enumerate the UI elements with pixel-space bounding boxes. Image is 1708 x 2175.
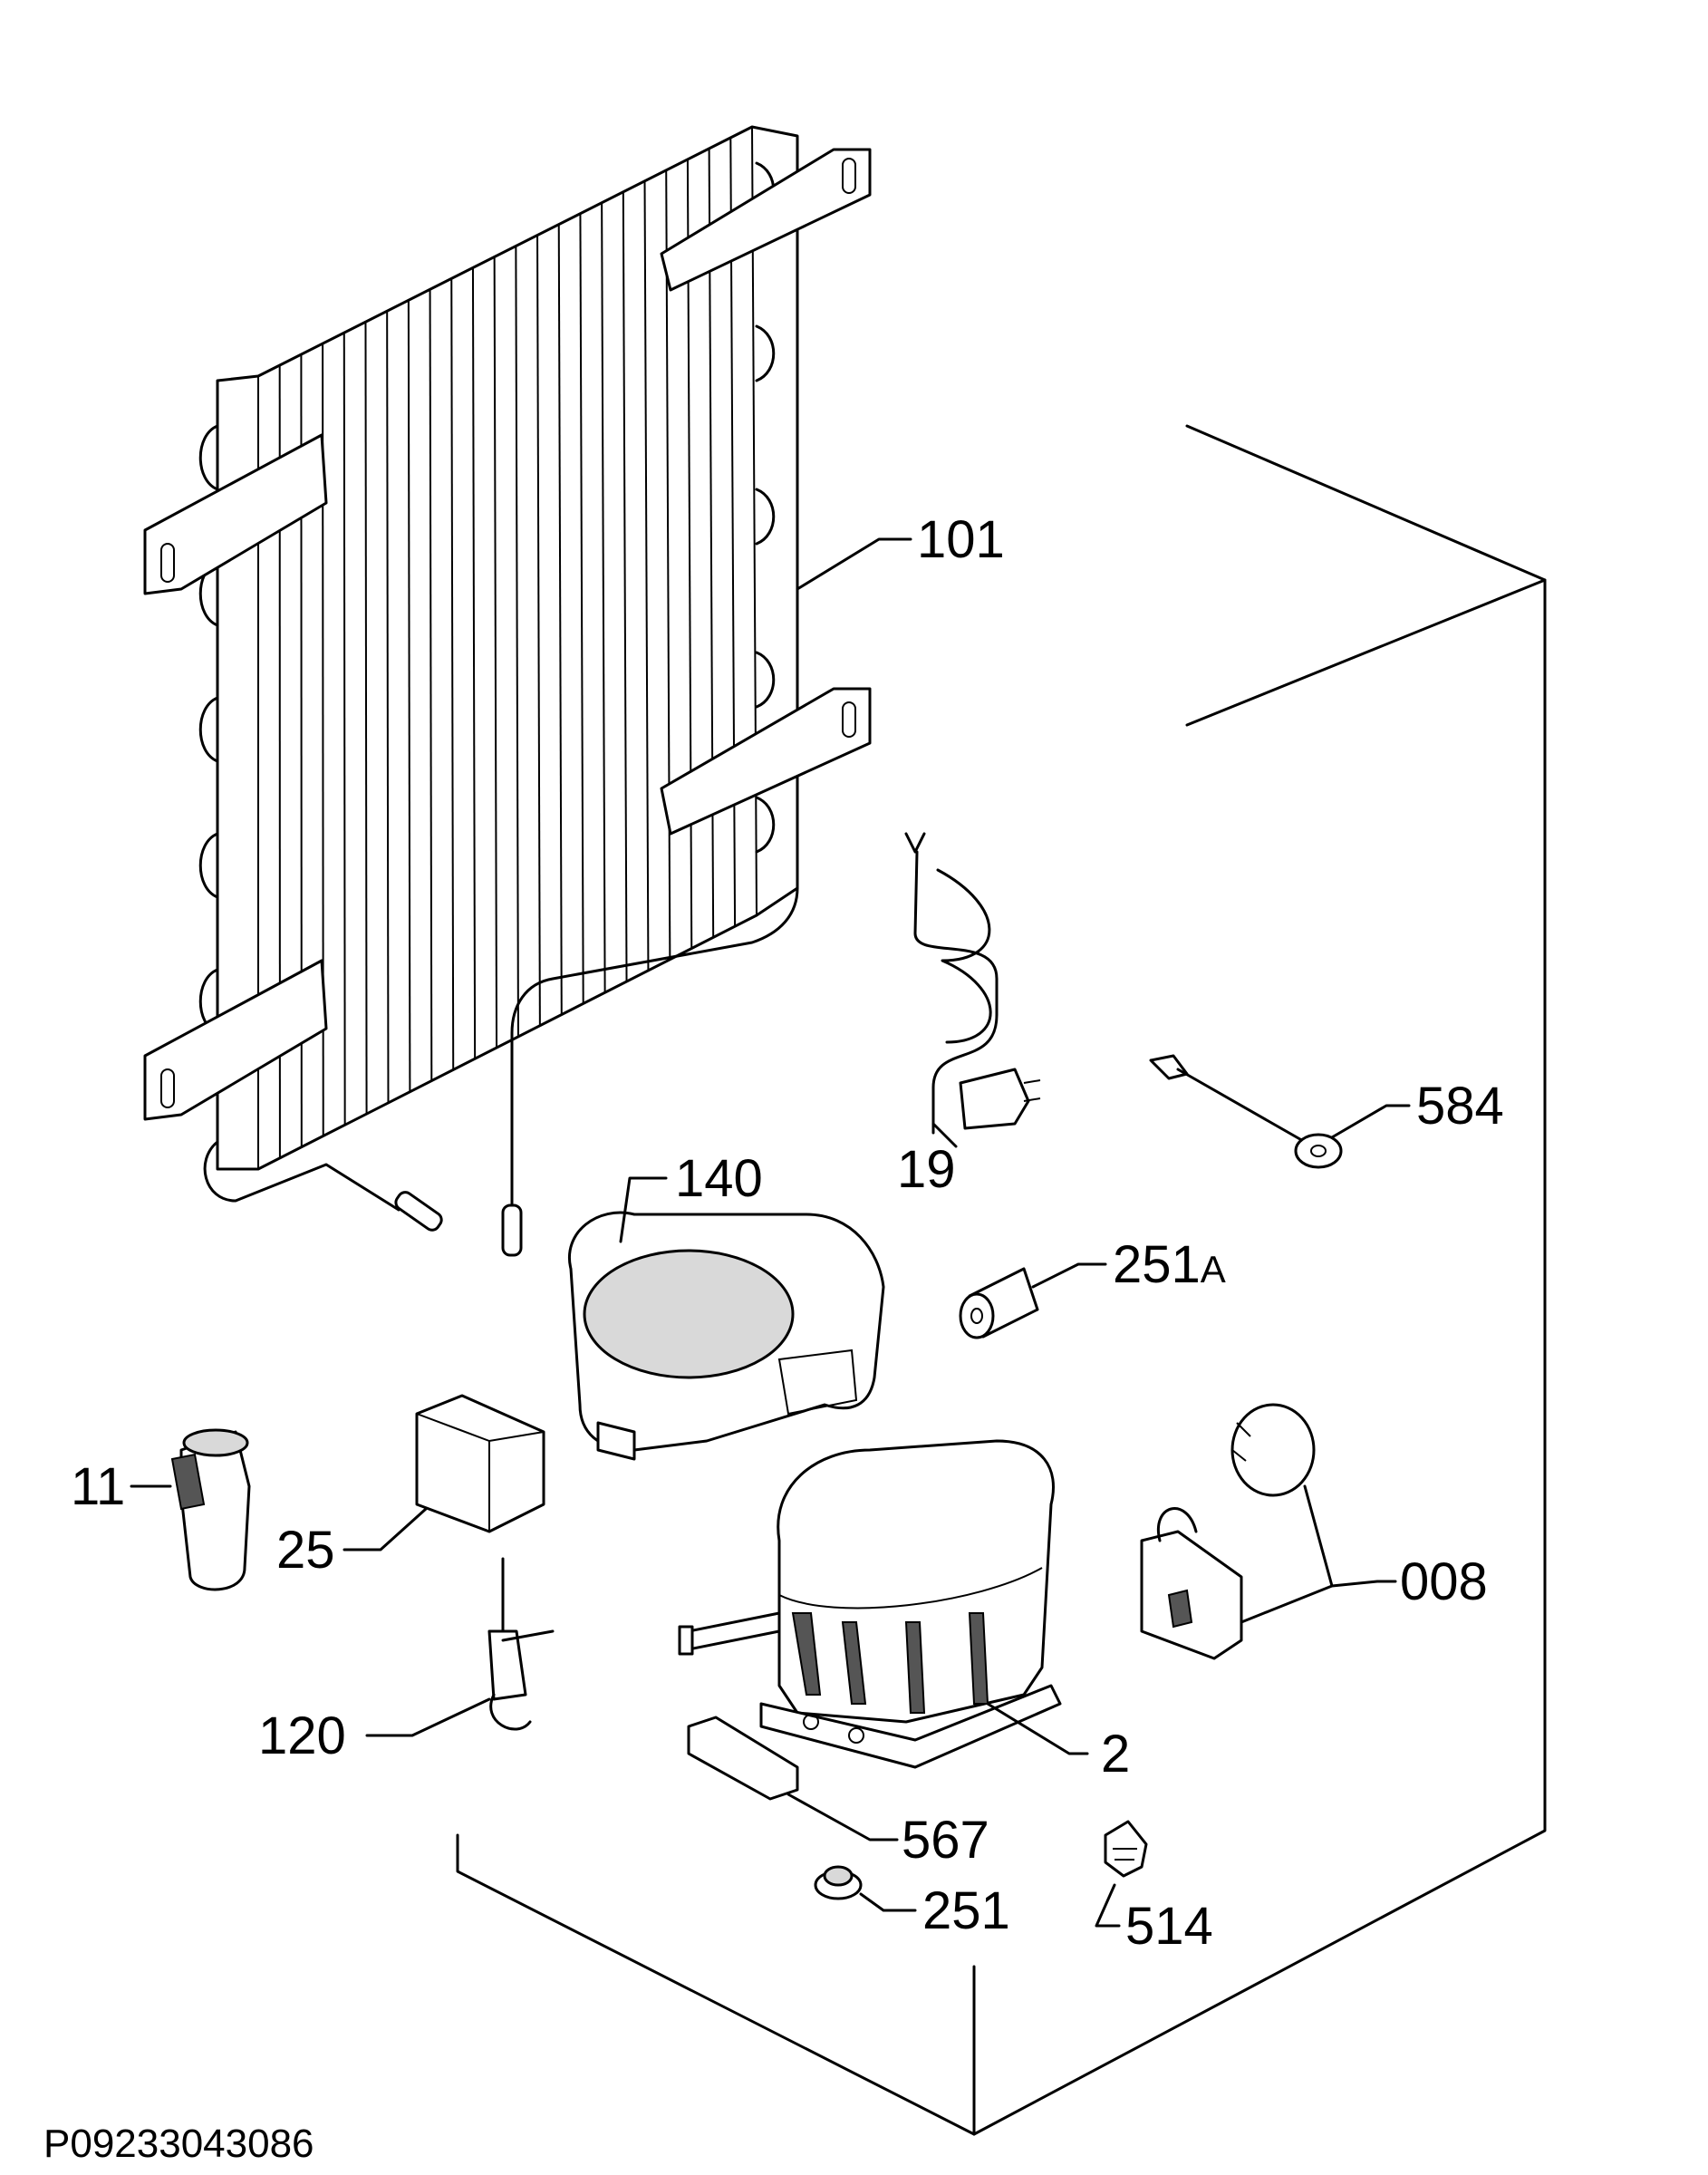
condenser-rod <box>515 246 519 1037</box>
condenser-rod <box>557 224 563 1015</box>
condenser-rod <box>601 202 606 993</box>
overload-relay <box>1140 1403 1316 1660</box>
grommet-251a <box>959 1267 1039 1339</box>
condenser-rod <box>622 191 628 982</box>
label-11: 11 <box>71 1457 125 1516</box>
label-251a: 251A <box>1113 1235 1226 1294</box>
label-25: 25 <box>276 1521 335 1580</box>
condenser-rod <box>643 180 650 971</box>
grommet-251 <box>814 1865 863 1900</box>
cabinet-outline <box>456 424 1547 2136</box>
starter-relay <box>170 1428 251 1591</box>
condenser-rod <box>536 235 541 1026</box>
leader-251a <box>1031 1262 1107 1289</box>
leader-514 <box>1095 1883 1121 1928</box>
filter-drier <box>487 1557 555 1731</box>
label-251: 251 <box>922 1881 1010 1940</box>
label-514: 514 <box>1125 1897 1213 1956</box>
condenser-rod <box>450 278 455 1070</box>
condenser-coil <box>143 125 872 1257</box>
leader-2 <box>986 1702 1089 1755</box>
label-19: 19 <box>897 1140 956 1199</box>
condenser-rod <box>407 300 411 1092</box>
label-140: 140 <box>675 1149 763 1208</box>
leader-25 <box>343 1507 428 1552</box>
power-cord <box>904 832 1041 1135</box>
label-2: 2 <box>1101 1725 1130 1784</box>
label-584: 584 <box>1416 1077 1504 1136</box>
drawing-code: P09233043086 <box>43 2122 314 2166</box>
condenser-rod <box>364 322 368 1115</box>
condenser-rod <box>429 289 433 1081</box>
condenser-rod <box>343 333 346 1126</box>
condenser-rod <box>471 267 477 1059</box>
compressor <box>678 1439 1062 1769</box>
label-008: 008 <box>1400 1552 1488 1611</box>
leader-584 <box>1330 1104 1411 1139</box>
drip-tray <box>568 1211 885 1461</box>
leader-101 <box>796 537 912 591</box>
mounting-bracket <box>687 1716 799 1801</box>
clip-514 <box>1104 1820 1148 1878</box>
condenser-rod <box>386 311 390 1103</box>
label-251a-suffix: A <box>1201 1248 1226 1290</box>
leader-140 <box>619 1176 668 1243</box>
leader-567 <box>786 1793 899 1842</box>
condenser-rod <box>493 256 498 1049</box>
leader-251 <box>859 1892 917 1912</box>
label-567: 567 <box>902 1811 989 1870</box>
leader-120 <box>365 1697 491 1737</box>
condenser-rod <box>579 213 584 1004</box>
capacitor <box>415 1394 545 1533</box>
leader-008 <box>1240 1484 1397 1624</box>
label-120: 120 <box>258 1706 346 1765</box>
sensor-584 <box>1149 1054 1343 1169</box>
label-251a-number: 251 <box>1113 1235 1201 1294</box>
leader-19 <box>931 1122 958 1148</box>
label-101: 101 <box>917 510 1005 569</box>
